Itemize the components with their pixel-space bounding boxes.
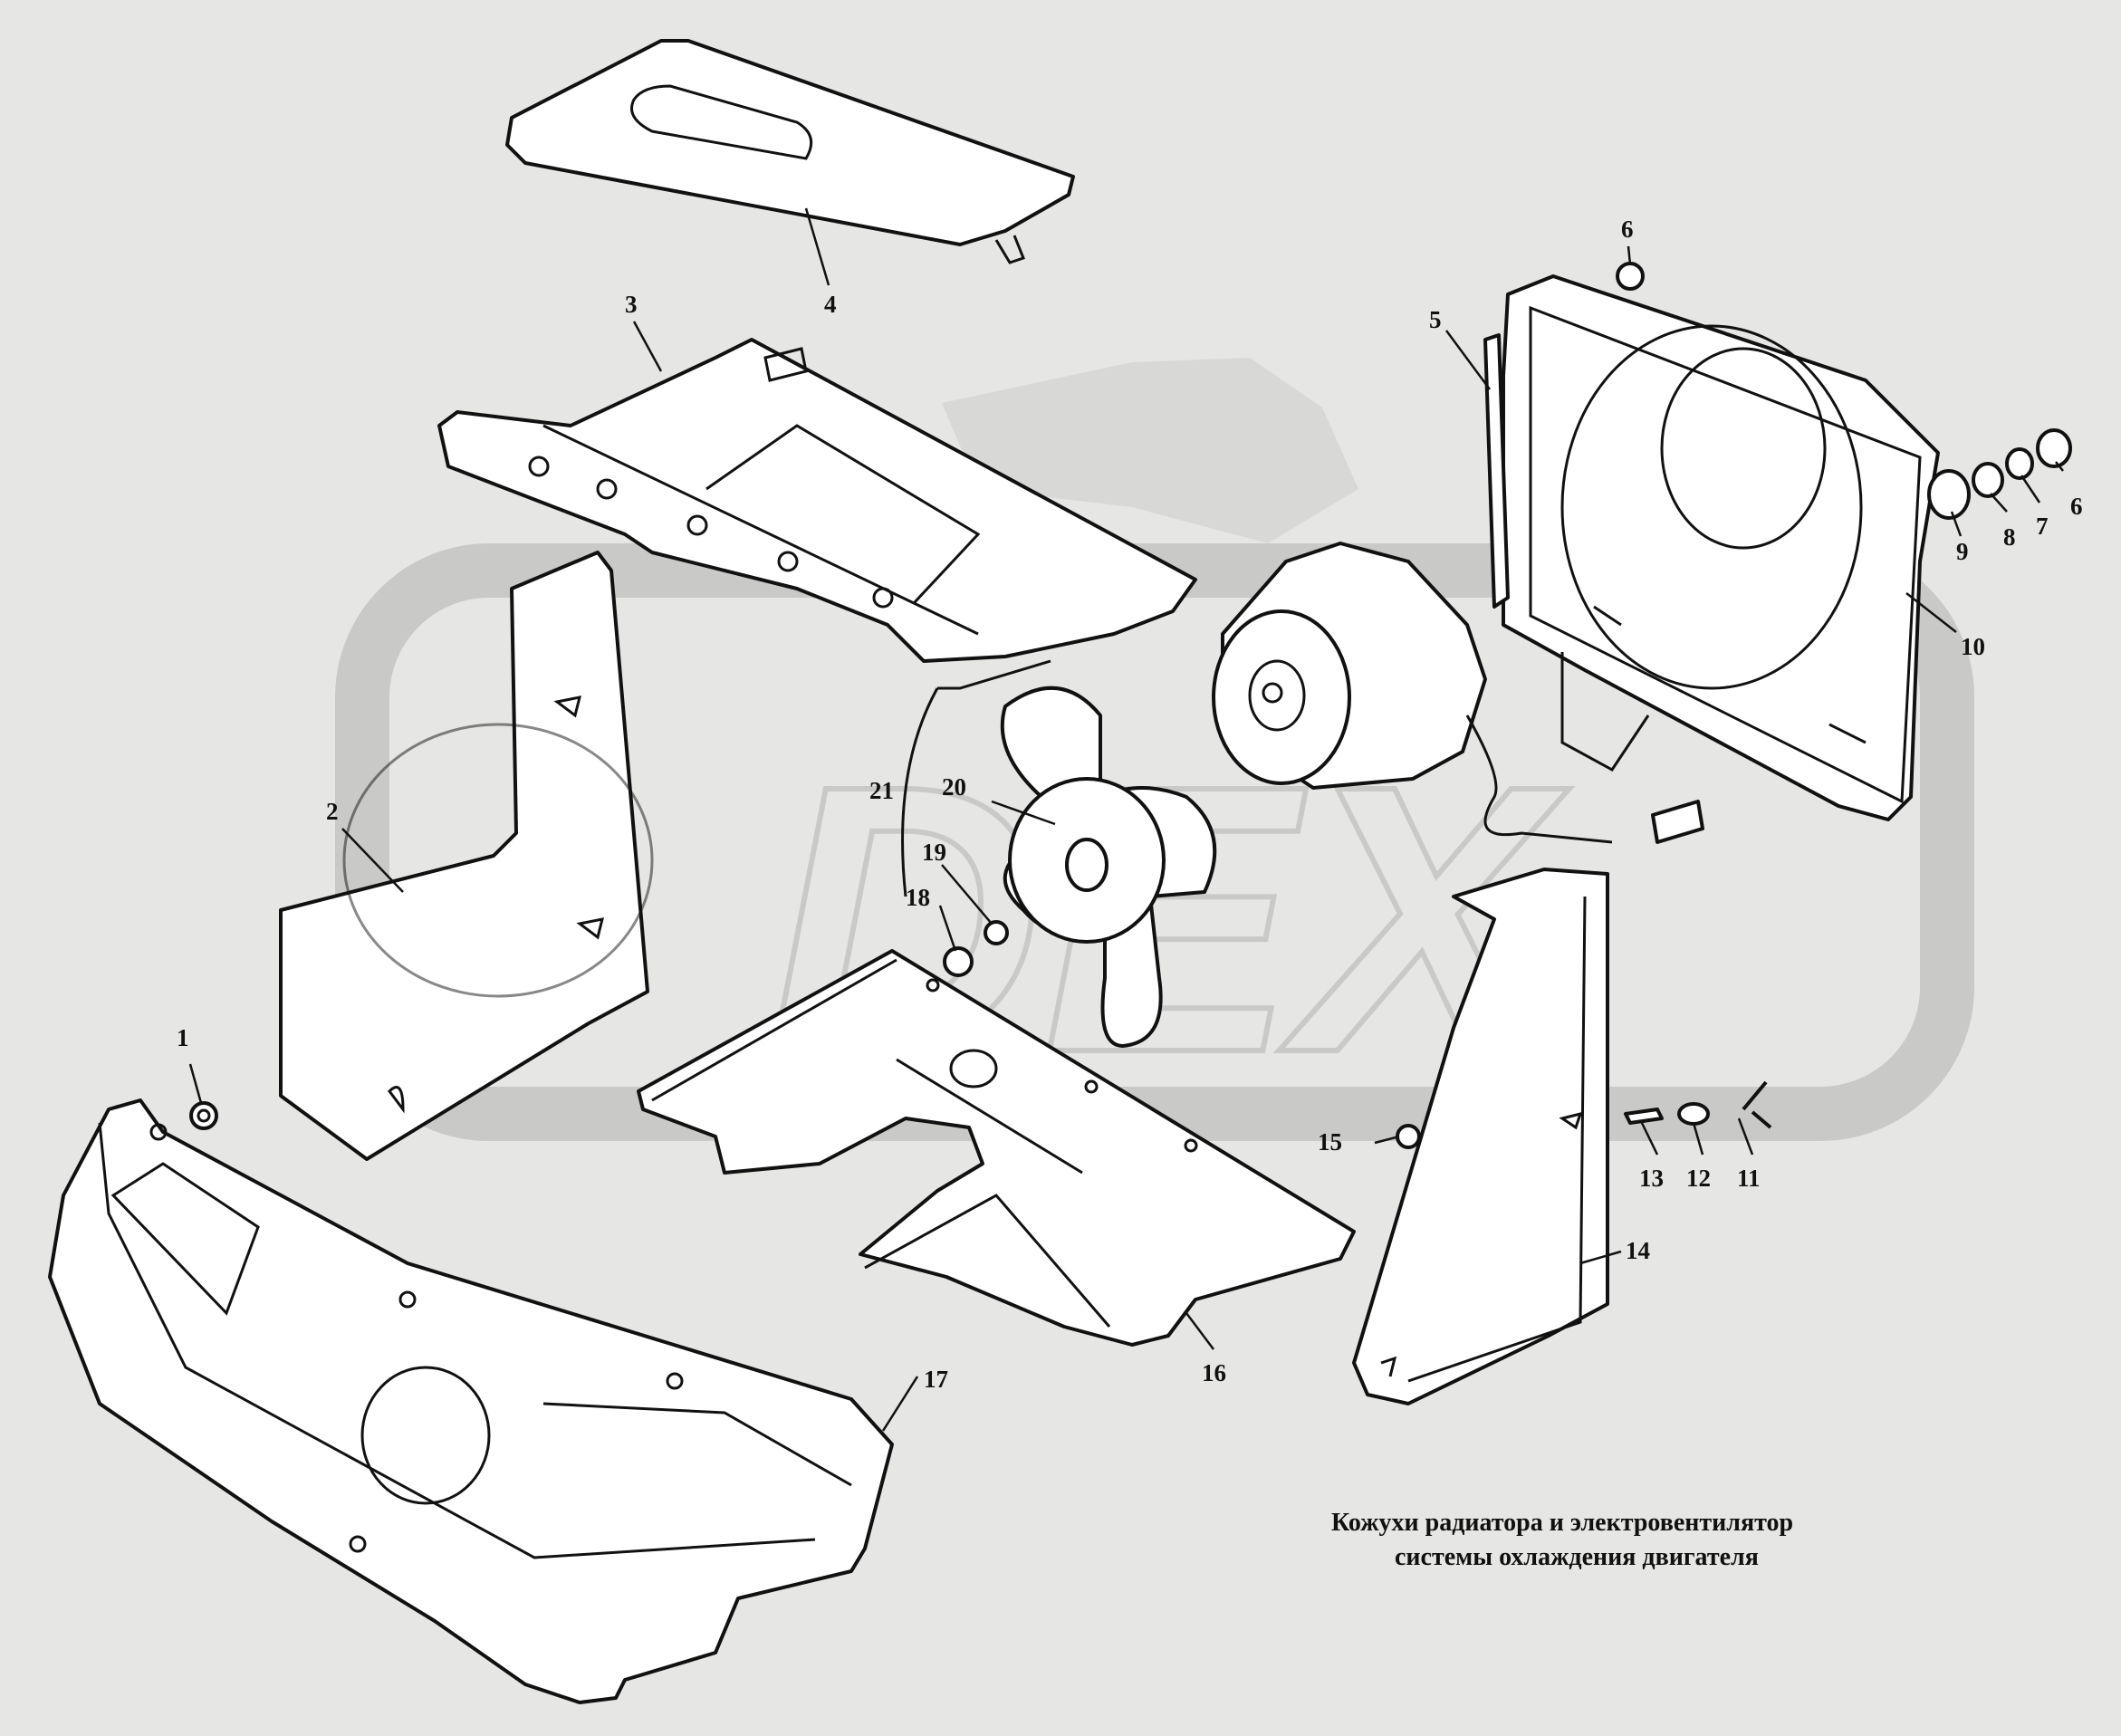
callout-1: 1 [177,1024,189,1051]
part-10-fan-frame [1502,274,1940,821]
callout-18: 18 [906,884,930,911]
callout-6b: 6 [2070,493,2083,520]
part-5-seal [1483,333,1510,609]
part-1-nut [189,1101,218,1130]
callout-3: 3 [625,291,638,318]
part-2-left-panel [279,551,654,1161]
callout-4: 4 [824,291,837,318]
diagram-caption: Кожухи радиатора и электровентилятор сис… [1331,1506,1965,1575]
part-16-lower-shroud [637,949,1356,1347]
parts-6-9-fasteners [1616,262,2072,520]
callout-21: 21 [869,777,894,804]
callout-10: 10 [1961,633,1985,660]
callout-15: 15 [1318,1128,1342,1156]
callout-17: 17 [924,1366,948,1393]
part-14-right-panel [1352,868,1609,1405]
callout-5: 5 [1429,306,1442,333]
callout-11: 11 [1737,1165,1761,1192]
callout-labels: 1 2 3 4 5 6 6 7 8 9 10 11 12 13 14 15 16… [177,216,2083,1393]
callout-19: 19 [922,839,946,866]
callout-13: 13 [1639,1165,1664,1192]
caption-line-2: системы охлаждения двигателя [1395,1543,1759,1571]
callout-20: 20 [942,773,966,801]
callout-9: 9 [1956,538,1969,565]
callout-7: 7 [2036,513,2049,540]
callout-12: 12 [1686,1165,1711,1192]
callout-16: 16 [1202,1359,1226,1386]
caption-line-1: Кожухи радиатора и электровентилятор [1331,1509,1794,1537]
parts-11-15-clips [1396,1080,1772,1149]
part-20-fan-impeller [901,659,1217,1048]
callout-8: 8 [2003,523,2016,551]
callout-2: 2 [326,798,339,825]
leader-lines [188,207,2064,1432]
part-4-top-cover [505,39,1075,264]
part-21-fan-motor [1212,542,1704,844]
part-3-upper-shroud [437,338,1197,663]
part-17-front-shroud [48,1098,894,1704]
callout-6a: 6 [1621,216,1634,243]
callout-14: 14 [1626,1237,1650,1264]
